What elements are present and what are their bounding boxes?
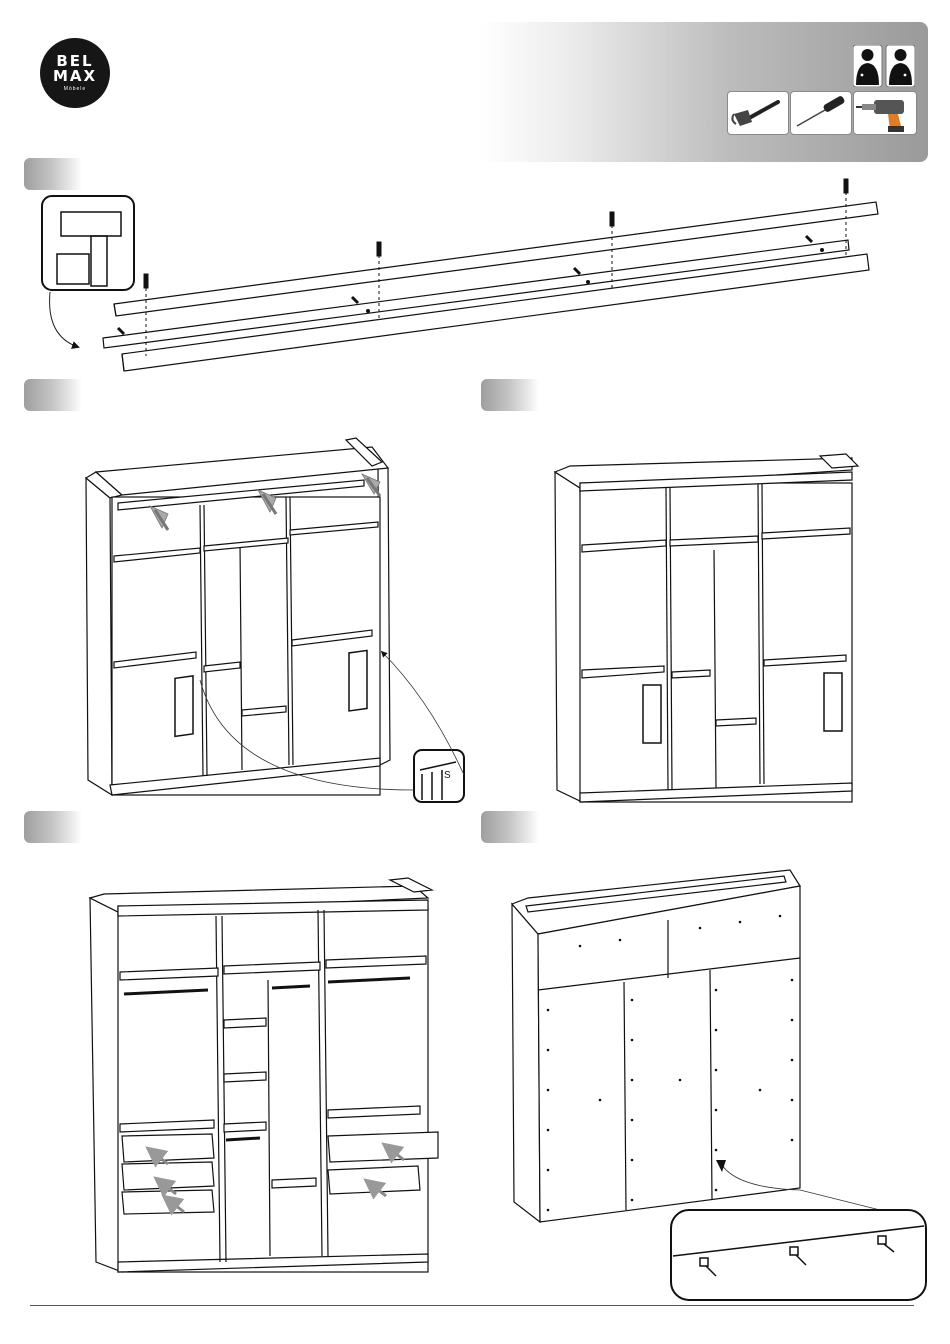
bottom-rule — [30, 1305, 914, 1306]
step5-detail-inset — [671, 1210, 926, 1300]
step5-wardrobe-back — [512, 870, 800, 1222]
step1-detail-inset — [42, 196, 134, 290]
step3-wardrobe — [555, 454, 858, 802]
step1-rails — [103, 202, 878, 371]
svg-text:S: S — [444, 770, 451, 781]
step2-detail-inset: S — [414, 750, 464, 802]
